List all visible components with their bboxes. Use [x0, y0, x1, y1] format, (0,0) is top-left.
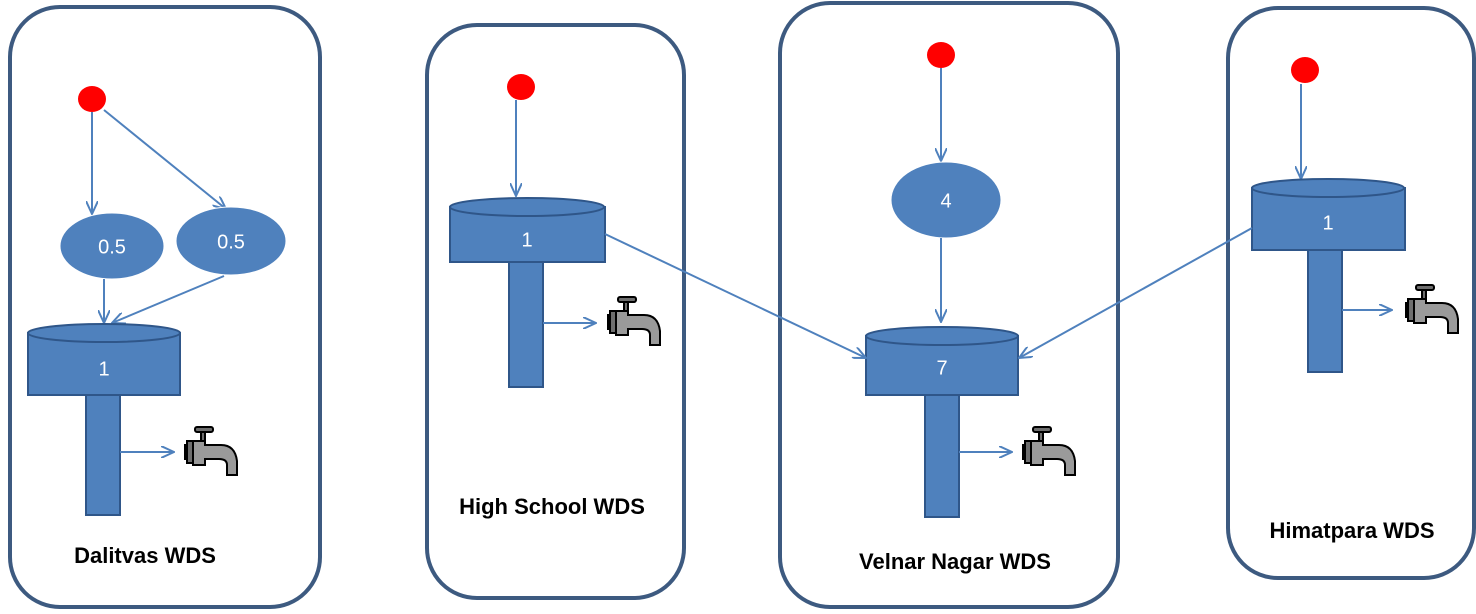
panel-himatpara: 1 Himatpara WDS: [1226, 6, 1476, 580]
panel-label: High School WDS: [459, 494, 645, 519]
tank-pipe: [85, 394, 121, 516]
panel-velnar-nagar: 4 7 Velnar Nagar WDS: [778, 1, 1120, 609]
tank-top: [449, 197, 605, 217]
tank-value: 7: [936, 357, 947, 379]
transfer-arrow: [604, 233, 866, 358]
source-node: [507, 74, 535, 100]
panel-dalitvas: 0.5 0.5 1 Dalitvas WDS: [8, 5, 322, 609]
tank-value: 1: [521, 229, 532, 251]
tank-value: 1: [98, 358, 109, 380]
tank-value: 1: [1322, 212, 1333, 234]
panel-label: Velnar Nagar WDS: [859, 549, 1051, 574]
flow-arrow: [103, 109, 226, 209]
tank-body: [1251, 187, 1406, 251]
source-node: [927, 42, 955, 68]
panel-frame: [8, 5, 322, 609]
source-ellipse: [890, 161, 1002, 239]
tank-top: [865, 326, 1019, 346]
tank-pipe: [1307, 249, 1343, 373]
panel-label: Himatpara WDS: [1269, 518, 1434, 543]
tank-top: [27, 323, 181, 343]
transfer-arrow: [1019, 227, 1253, 358]
source-ellipse: [59, 212, 165, 280]
tank-pipe: [924, 394, 960, 518]
tank-pipe: [508, 261, 544, 388]
source-node: [1291, 57, 1319, 83]
panel-frame: [425, 23, 686, 600]
source-value: 0.5: [98, 236, 126, 258]
source-ellipse: [175, 206, 287, 276]
panel-high-school: 1 High School WDS: [425, 23, 686, 600]
flow-arrow: [112, 275, 225, 323]
panel-frame: [1226, 6, 1476, 580]
source-value: 0.5: [217, 231, 245, 253]
tank-top: [1251, 178, 1405, 198]
panel-label: Dalitvas WDS: [74, 543, 216, 568]
source-value: 4: [940, 190, 951, 212]
source-node: [78, 86, 106, 112]
